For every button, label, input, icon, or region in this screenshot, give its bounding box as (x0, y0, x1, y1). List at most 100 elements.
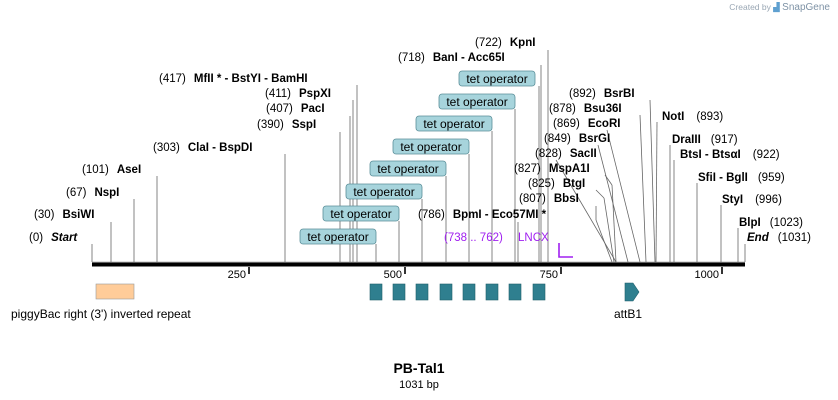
svg-text:SfiI - BglI(959): SfiI - BglI(959) (698, 172, 785, 184)
site-noti: NotI(893) (662, 111, 723, 123)
site-leader-lines (91, 50, 746, 263)
site-pos-ecori: (869) (553, 118, 580, 130)
svg-text:BtsI - BtsαI(922): BtsI - BtsαI (922) (680, 149, 780, 161)
tet-operator-box-5 (462, 283, 476, 301)
tick-750: 750 (540, 267, 562, 281)
site-name-bani: BanI - Acc65I (433, 52, 505, 64)
site-end: End(1031) (747, 232, 811, 244)
site-name-noti: NotI (662, 111, 684, 123)
tet-operator-boxes (369, 283, 546, 301)
svg-text:(892)BsrBI: (892) BsrBI (569, 88, 635, 100)
site-pos-btsi: (922) (753, 149, 780, 161)
site-bbsi: (807)BbsI (519, 193, 579, 205)
site-name-bsiwi: BsiWI (62, 209, 94, 221)
site-mspa1i: (827) MspA1I (514, 163, 590, 175)
site-pos-mspa1i: (827) (514, 163, 541, 175)
site-paci: (407)PacI (266, 103, 325, 115)
svg-text:(722)KpnI: (722)KpnI (475, 37, 535, 49)
primer-arrow-icon (558, 243, 573, 258)
site-bsrgi: (849)BsrGI (544, 133, 610, 145)
site-name-clai: ClaI - BspDI (188, 142, 253, 154)
credit-prefix: Created by (729, 2, 771, 12)
site-bpmi: (786)BpmI - Eco57MI * (418, 209, 547, 221)
svg-text:BlpI(1023): BlpI (1023) (739, 217, 803, 229)
credit: Created by ▟ SnapGene (729, 2, 830, 13)
svg-text:(407)PacI: (407)PacI (266, 103, 325, 115)
tet-operator-text-8: tet operator (466, 72, 527, 86)
site-pos-draiii: (917) (711, 134, 738, 146)
credit-brand: SnapGene (782, 2, 830, 13)
site-name-bbsi: BbsI (554, 193, 579, 205)
primer-lncx: (738 .. 762) LNCX (444, 232, 573, 258)
tick-label-250: 250 (228, 269, 246, 281)
site-name-bsrbi: BsrBI (604, 88, 635, 100)
site-pos-blpi: (1023) (770, 217, 803, 229)
svg-text:(30)BsiWI: (30)BsiWI (34, 209, 94, 221)
svg-text:End(1031): End(1031) (747, 232, 811, 244)
site-pos-end: (1031) (778, 232, 811, 244)
svg-text:(411)PspXI: (411)PspXI (265, 88, 331, 100)
feature-track: piggyBac right (3') inverted repeat attB… (11, 282, 642, 321)
site-pos-styi: (996) (755, 194, 782, 206)
site-name-btgi: BtgI (563, 178, 585, 190)
svg-text:(390)SspI: (390)SspI (257, 119, 316, 131)
tet-operator-box-3 (415, 283, 429, 301)
site-pos-sacii: (828) (535, 148, 562, 160)
site-name-draiii: DraIII (672, 134, 701, 146)
svg-text:NotI(893): NotI(893) (662, 111, 723, 123)
site-name-bsu36i: Bsu36I (584, 103, 622, 115)
tet-operator-label-7: tet operator (438, 93, 516, 110)
site-name-nspi: NspI (94, 187, 119, 199)
site-bsu36i: (878) Bsu36I (549, 103, 622, 115)
site-name-mspa1i: MspA1I (549, 163, 590, 175)
backbone (92, 261, 745, 267)
tick-500: 500 (384, 267, 406, 281)
site-nspi: (67)NspI (66, 187, 119, 199)
svg-text:StyI(996): StyI(996) (722, 194, 782, 206)
site-pos-pspxi: (411) (265, 88, 291, 100)
site-clai: (303)ClaI - BspDI (153, 142, 252, 154)
site-name-paci: PacI (301, 103, 325, 115)
tet-operator-box-6 (485, 283, 499, 301)
site-name-blpi: BlpI (739, 217, 761, 229)
svg-text:(827)MspA1I: (827) MspA1I (514, 163, 590, 175)
primer-range: (738 .. 762) (444, 232, 503, 244)
svg-text:(786)BpmI - Eco57MI *: (786)BpmI - Eco57MI * (418, 209, 547, 221)
site-name-btsi: BtsI - BtsαI (680, 149, 741, 161)
site-pos-bsrbi: (892) (569, 88, 596, 100)
svg-text:(303)ClaI - BspDI: (303)ClaI - BspDI (153, 142, 252, 154)
site-name-start: Start (51, 232, 78, 244)
site-name-asei: AseI (117, 164, 141, 176)
tet-operator-label-6: tet operator (415, 115, 493, 132)
site-kpni: (722)KpnI (475, 37, 535, 49)
tick-label-750: 750 (540, 269, 558, 281)
tick-marks: 250 500 750 1000 (228, 267, 723, 281)
svg-text:DraIII(917): DraIII (917) (672, 134, 738, 146)
tet-operator-text-3: tet operator (353, 185, 414, 199)
site-pspxi: (411)PspXI (265, 88, 331, 100)
feature-label-attb1: attB1 (614, 307, 642, 321)
site-sspi: (390)SspI (257, 119, 316, 131)
site-start: (0)Start (29, 232, 78, 244)
tet-operator-text-5: tet operator (400, 140, 461, 154)
site-name-sfii: SfiI - BglI (698, 172, 748, 184)
tet-operator-label-4: tet operator (369, 160, 447, 177)
site-pos-kpni: (722) (475, 37, 502, 49)
tet-operator-label-5: tet operator (392, 138, 470, 155)
site-asei: (101)AseI (82, 164, 141, 176)
tet-operator-label-2: tet operator (322, 205, 400, 222)
tet-operator-labels: tet operator tet operator tet operator t… (299, 70, 536, 245)
svg-text:(807)BbsI: (807)BbsI (519, 193, 579, 205)
site-pos-bsu36i: (878) (549, 103, 576, 115)
svg-text:(101)AseI: (101)AseI (82, 164, 141, 176)
site-mfli: (417)MfII * - BstYI - BamHI (159, 73, 308, 85)
snapgene-logo-icon: ▟ (773, 2, 780, 12)
site-draiii: DraIII (917) (672, 134, 738, 146)
site-pos-bpmi: (786) (418, 209, 445, 221)
site-name-ecori: EcoRI (588, 118, 621, 130)
svg-text:(869)EcoRI: (869) EcoRI (553, 118, 620, 130)
map-title: PB-Tal1 (393, 360, 444, 376)
restriction-site-labels: (0)Start (30)BsiWI (67)NspI (101)AseI (3… (29, 37, 811, 244)
svg-text:(417)MfII * - BstYI - BamHI: (417)MfII * - BstYI - BamHI (159, 73, 308, 85)
